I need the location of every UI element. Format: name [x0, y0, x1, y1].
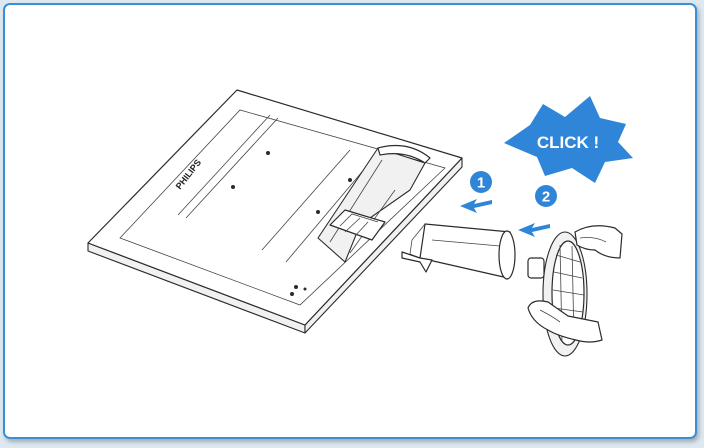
svg-text:2: 2 [542, 189, 550, 206]
stand-neck [401, 223, 516, 280]
hand-top [574, 225, 623, 259]
monitor-panel [87, 89, 463, 334]
step-marker-1: 1 [470, 171, 492, 193]
arrow-step-1 [460, 199, 492, 213]
neck-mount-bracket [317, 145, 431, 263]
step-marker-2: 2 [535, 185, 557, 207]
arrow-step-2 [518, 223, 550, 237]
hand-bottom [527, 300, 603, 343]
click-text: CLICK ! [537, 133, 599, 152]
svg-text:1: 1 [477, 175, 485, 192]
click-callout: CLICK ! [504, 96, 633, 183]
click-starburst [504, 96, 633, 183]
